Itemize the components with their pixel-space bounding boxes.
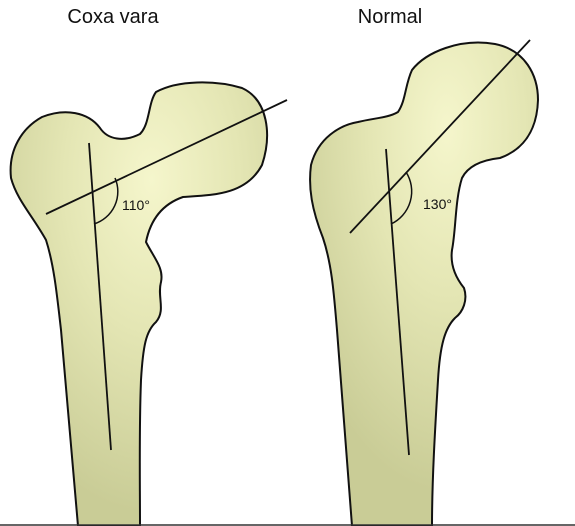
- coxa-vara-angle-label: 110°: [122, 197, 150, 213]
- coxa-vara-title: Coxa vara: [67, 6, 159, 28]
- normal-neck-axis: [349, 39, 531, 234]
- normal-angle-arc: [390, 171, 413, 225]
- normal-shaft-axis: [385, 148, 410, 456]
- coxa-vara-angle-arc: [93, 177, 119, 225]
- coxa-vara-neck-axis: [45, 99, 288, 215]
- coxa-vara-panel: Coxa vara 110°: [9, 6, 288, 526]
- normal-panel: Normal 130°: [309, 6, 539, 526]
- coxa-vara-femur: [9, 81, 269, 526]
- normal-angle-label: 130°: [423, 196, 452, 212]
- coxa-vara-shaft-axis: [88, 142, 112, 451]
- normal-femur: [309, 41, 539, 526]
- normal-title: Normal: [358, 6, 422, 28]
